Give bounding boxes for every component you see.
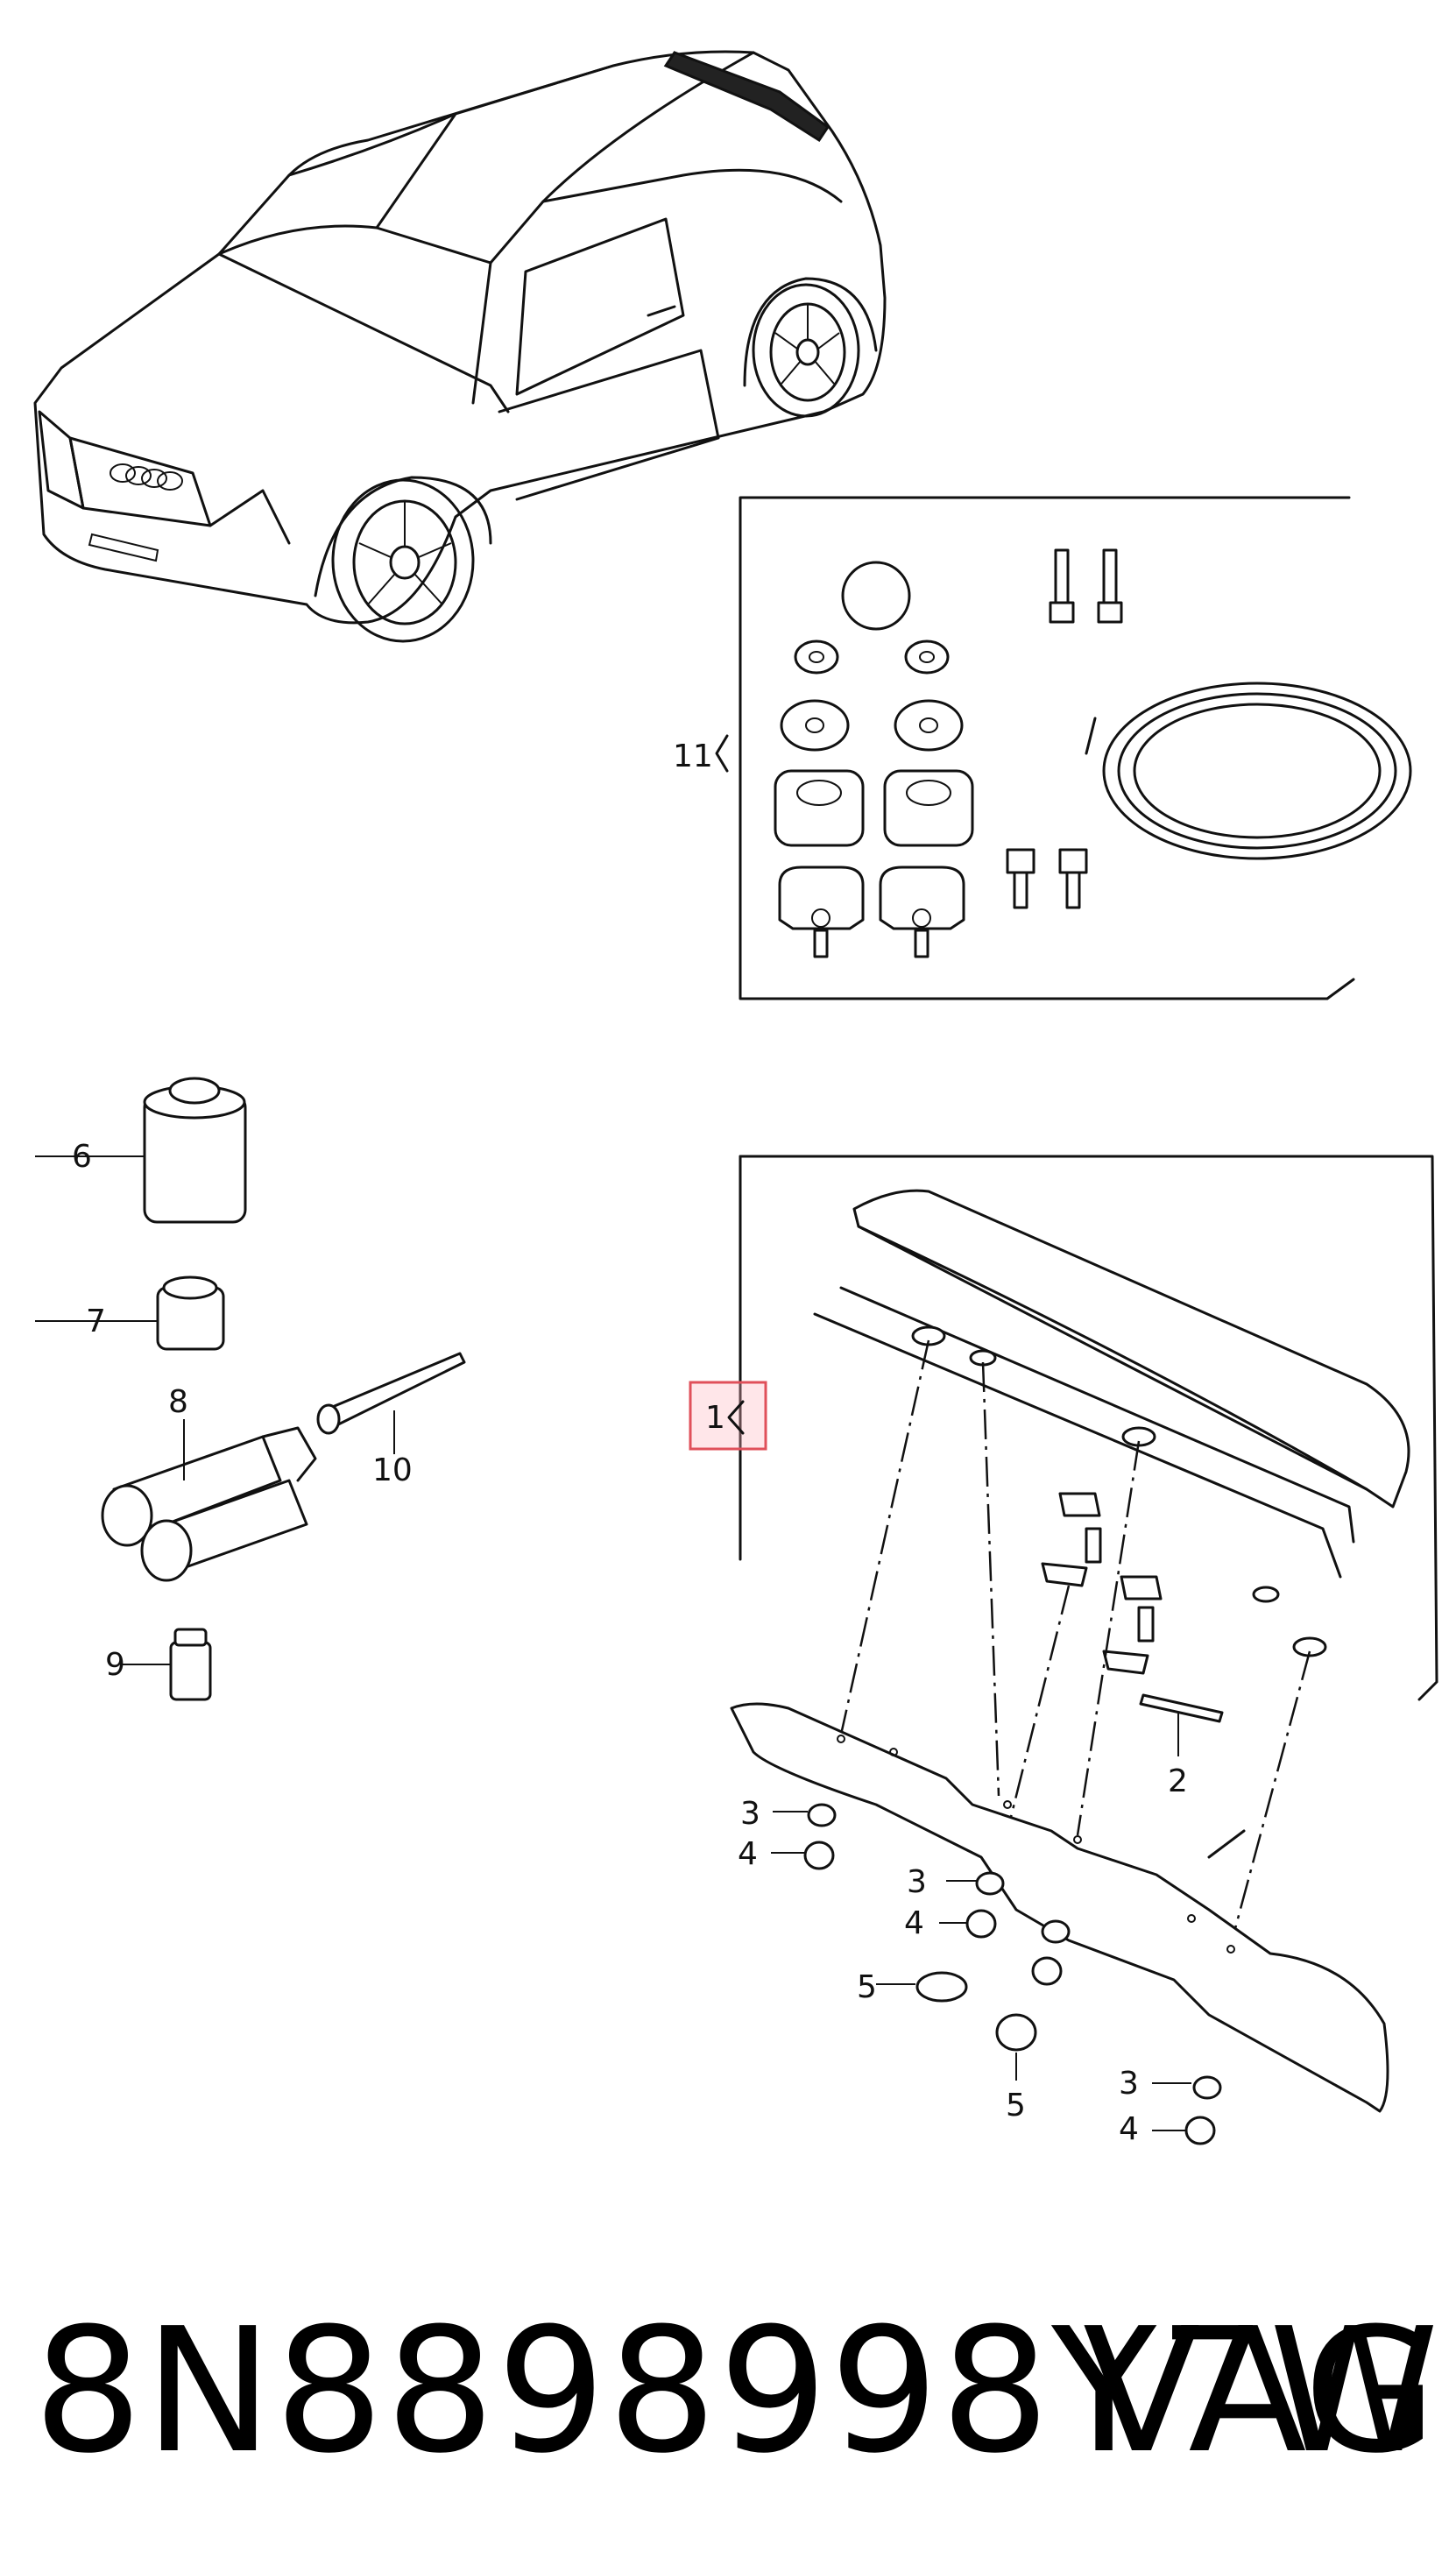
callout-6: 6 — [72, 1139, 92, 1175]
callout-2: 2 — [1168, 1763, 1188, 1799]
callout-4a: 4 — [738, 1836, 758, 1872]
fastener-set — [771, 1803, 1222, 2145]
highlight-box — [689, 1381, 767, 1451]
callout-4c: 4 — [1119, 2111, 1139, 2147]
callout-7: 7 — [86, 1304, 106, 1339]
callout-4b: 4 — [904, 1905, 924, 1941]
callout-9: 9 — [105, 1647, 125, 1683]
callout-5a: 5 — [857, 1969, 877, 2005]
callout-11: 11 — [673, 738, 713, 774]
small-parts — [35, 1077, 466, 1701]
callout-1: 1 — [705, 1400, 725, 1436]
callout-10: 10 — [372, 1452, 413, 1488]
callout-5b: 5 — [1006, 2088, 1026, 2123]
car-illustration — [33, 50, 887, 643]
part-number: 8N8898998Y7W — [33, 2292, 1441, 2491]
brand-label: VAG — [1082, 2292, 1437, 2491]
kit-group-11 — [715, 496, 1412, 1000]
callout-labels: 1 2 3 4 3 4 5 5 3 4 6 7 8 9 10 11 — [72, 738, 1188, 2147]
callout-3c: 3 — [1119, 2066, 1139, 2102]
callout-3b: 3 — [907, 1864, 927, 1900]
footer: 8N8898998Y7W VAG — [0, 2295, 1456, 2488]
callout-8: 8 — [168, 1384, 188, 1420]
spoiler-assembly — [689, 1155, 1438, 2145]
callout-3a: 3 — [740, 1796, 760, 1832]
